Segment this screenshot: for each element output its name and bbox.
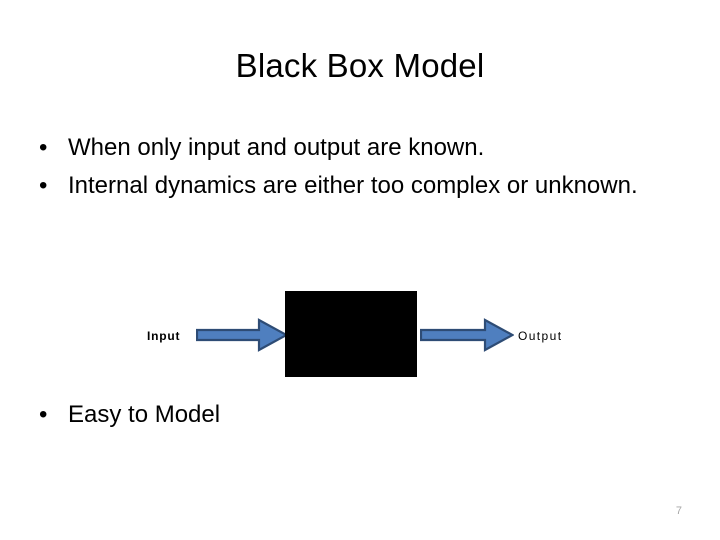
list-item-text: Easy to Model xyxy=(68,401,221,428)
page-number: 7 xyxy=(675,505,682,517)
input-arrow-icon xyxy=(196,317,288,353)
black-box-shape xyxy=(285,291,417,377)
list-item: • Easy to Model xyxy=(34,398,682,432)
output-label: Output xyxy=(518,329,563,343)
output-arrow-icon xyxy=(420,317,514,353)
list-item: • Internal dynamics are either too compl… xyxy=(34,169,682,203)
black-box-diagram: Input Output xyxy=(0,285,720,385)
bullet-marker-icon: • xyxy=(39,134,48,161)
bullet-marker-icon: • xyxy=(39,172,48,199)
input-label: Input xyxy=(147,329,181,343)
list-item-text: When only input and output are known. xyxy=(68,134,485,161)
bullet-marker-icon: • xyxy=(39,401,48,428)
list-item: • When only input and output are known. xyxy=(34,131,682,165)
page-title: Black Box Model xyxy=(235,47,485,84)
list-item-text: Internal dynamics are either too complex… xyxy=(68,172,638,199)
bullet-list-bottom: • Easy to Model xyxy=(34,398,682,432)
bullet-list-top: • When only input and output are known. … xyxy=(34,131,682,203)
